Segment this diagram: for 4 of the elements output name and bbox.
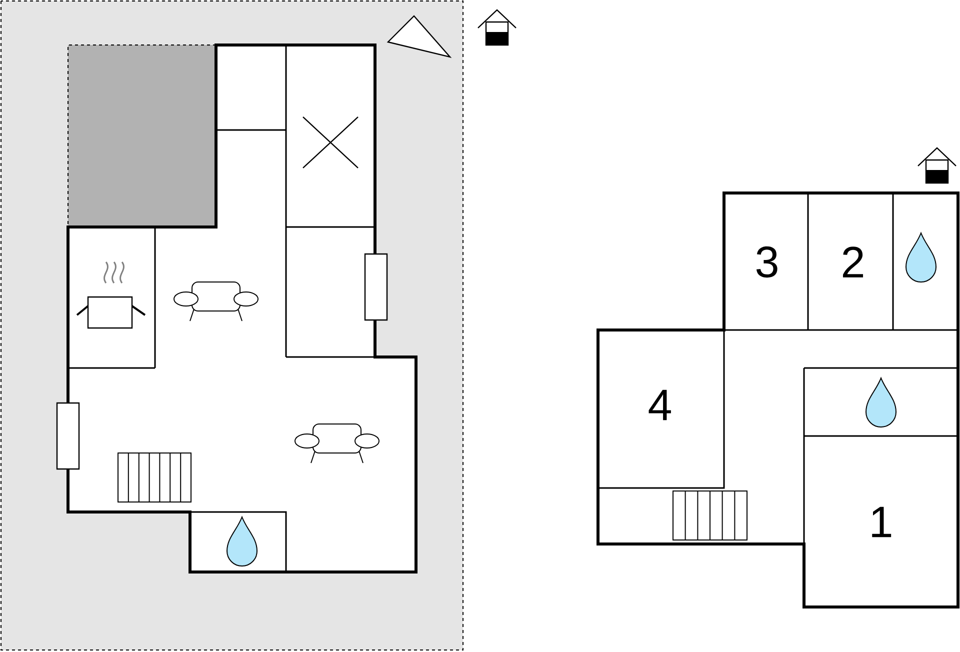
room-number: 4 [648,390,671,420]
room-number: 3 [756,246,778,278]
room-number: 1 [872,506,892,538]
room-number: 2 [842,246,864,278]
